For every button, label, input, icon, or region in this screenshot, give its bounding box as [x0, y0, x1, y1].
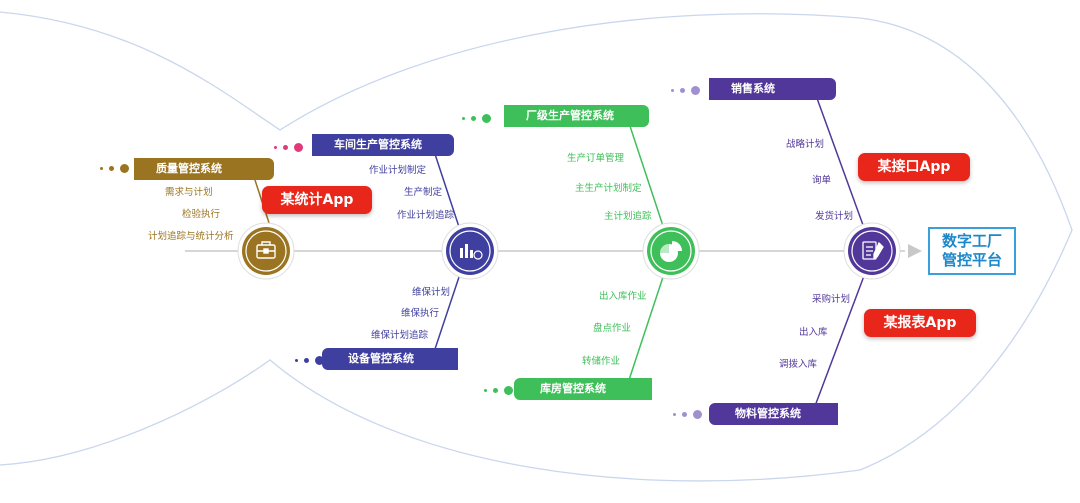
- workshop-item-3: 作业计划追踪: [397, 210, 455, 221]
- warehouse-system-banner[interactable]: 库房管控系统: [514, 378, 652, 400]
- workshop-system-banner[interactable]: 车间生产管控系统: [312, 134, 454, 156]
- workshop-item-1: 作业计划制定: [369, 165, 427, 176]
- warehouse-bone: [625, 267, 667, 390]
- material-item-1: 采购计划: [812, 294, 851, 305]
- pie-chart-icon: [660, 241, 682, 262]
- factory-bone: [626, 116, 667, 236]
- workshop-item-2: 生产制定: [404, 187, 443, 198]
- arrow-head: [908, 244, 922, 258]
- equipment-item-3: 维保计划追踪: [371, 330, 429, 341]
- report-app-badge[interactable]: 某报表App: [864, 309, 976, 337]
- sales-item-2: 询单: [812, 175, 832, 186]
- warehouse-item-3: 转储作业: [582, 356, 621, 367]
- quality-item-1: 需求与计划: [165, 187, 213, 198]
- equipment-bone: [431, 267, 463, 359]
- quality-system-banner[interactable]: 质量管控系统: [134, 158, 274, 180]
- material-item-2: 出入库: [799, 327, 828, 338]
- fish-outline: [0, 11, 1073, 482]
- sales-item-3: 发货计划: [815, 211, 854, 222]
- factory-node: [642, 222, 700, 280]
- target-line-2: 管控平台: [941, 251, 1002, 269]
- quality-item-3: 计划追踪与统计分析: [148, 231, 234, 242]
- equipment-item-1: 维保计划: [412, 287, 451, 298]
- document-pen-icon: [862, 241, 884, 260]
- quality-item-2: 检验执行: [182, 209, 221, 220]
- target-platform-box: 数字工厂 管控平台: [928, 227, 1016, 275]
- interface-app-badge[interactable]: 某接口App: [858, 153, 970, 181]
- factory-system-banner[interactable]: 厂级生产管控系统: [504, 105, 649, 127]
- stat-app-badge[interactable]: 某统计App: [262, 186, 372, 214]
- material-bone: [811, 267, 868, 415]
- warehouse-item-2: 盘点作业: [593, 323, 632, 334]
- material-item-3: 调拨入库: [779, 359, 818, 370]
- target-line-1: 数字工厂: [941, 232, 1002, 250]
- sales-item-1: 战略计划: [786, 139, 825, 150]
- material-system-banner[interactable]: 物料管控系统: [709, 403, 838, 425]
- sales-system-banner[interactable]: 销售系统: [709, 78, 836, 100]
- briefcase-icon: [256, 241, 276, 259]
- warehouse-item-1: 出入库作业: [599, 291, 647, 302]
- factory-item-3: 主计划追踪: [604, 211, 652, 222]
- factory-item-2: 主生产计划制定: [575, 183, 642, 194]
- factory-item-1: 生产订单管理: [567, 153, 625, 164]
- bar-chart-icon: [460, 244, 483, 260]
- equipment-item-2: 维保执行: [401, 308, 440, 319]
- workshop-bone: [431, 144, 463, 237]
- equipment-system-banner[interactable]: 设备管控系统: [322, 348, 458, 370]
- sales-bone: [813, 89, 868, 237]
